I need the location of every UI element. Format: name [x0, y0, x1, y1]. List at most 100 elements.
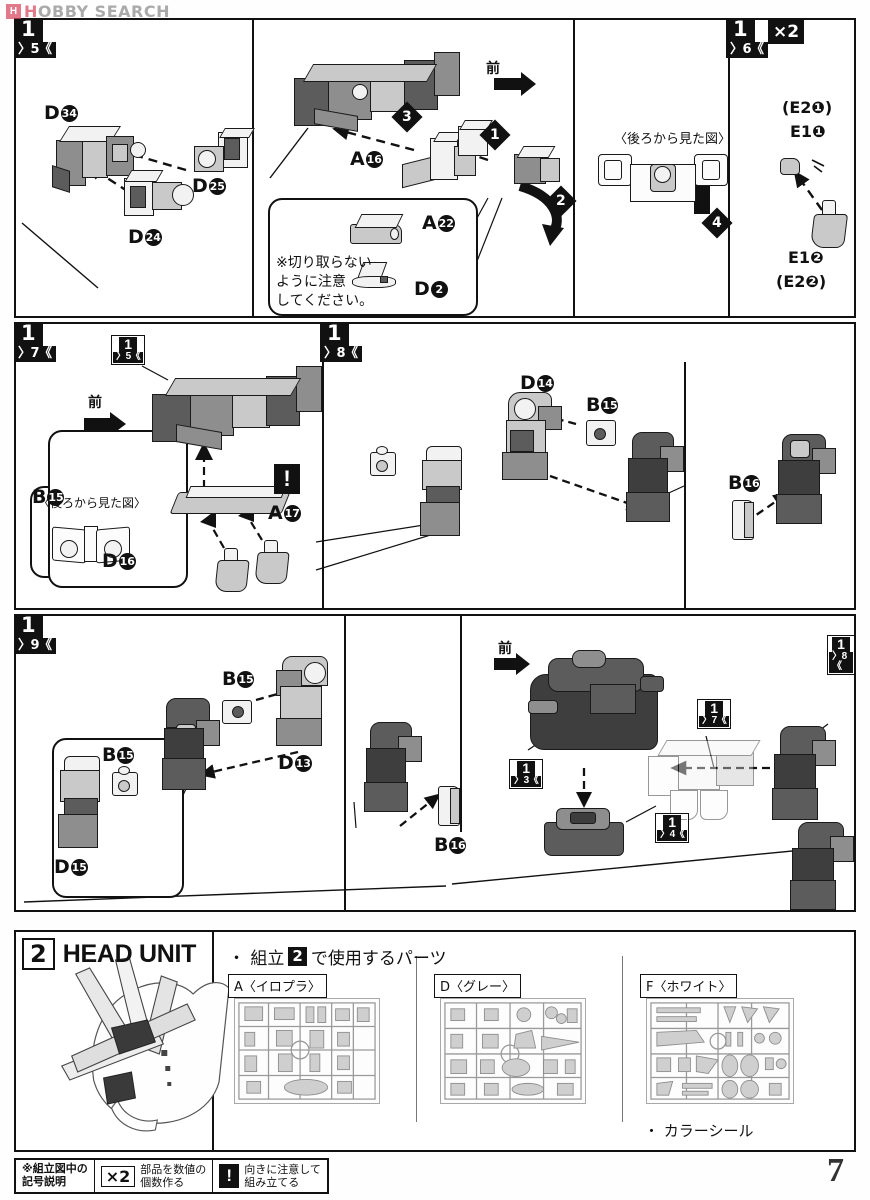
part-image-d14 — [500, 392, 566, 490]
legend-x2-text: 部品を数値の 個数作る — [140, 1162, 207, 1189]
step-number: 1 — [726, 18, 755, 42]
part-letter: D — [192, 175, 208, 197]
runner-a-sprue — [238, 1002, 376, 1100]
runner-d-sprue — [444, 1002, 582, 1100]
color-seal-note: ・ カラーシール — [644, 1122, 754, 1140]
step-substep: 〉8《 — [320, 346, 362, 362]
part-image-d13 — [274, 656, 340, 754]
part-number: 34 — [60, 104, 78, 122]
row1-divider-2 — [573, 20, 575, 316]
row2-divider-1 — [322, 324, 324, 608]
watermark-text: HOBBY SEARCH — [24, 2, 170, 21]
watermark: H HOBBY SEARCH — [6, 2, 170, 21]
multiplier-badge-x2: ×2 — [768, 20, 805, 44]
part-label-e2-1: (E2❶) — [782, 98, 833, 117]
head-unit-label: HEAD UNIT — [62, 939, 197, 968]
part-image-step8-upper — [772, 726, 842, 826]
row4-divider-3 — [622, 956, 624, 1122]
part-image-d15 — [58, 756, 116, 856]
part-image-a22 — [346, 212, 414, 250]
part-image-d14-assembled — [626, 432, 690, 528]
step-number: 1 — [14, 614, 43, 638]
part-image-b16-r3-target — [364, 722, 428, 818]
step-badge-1-7: 1 〉7《 — [14, 322, 56, 362]
runner-tag-f: F〈ホワイト〉 — [640, 974, 738, 998]
step-badge-1-8: 1 〉8《 — [320, 322, 362, 362]
part-image-b16-r2 — [730, 496, 762, 548]
part-number: 25 — [208, 177, 226, 195]
part-image-step8-lower — [790, 822, 860, 918]
part-image-step7-ghost — [648, 736, 788, 840]
parts-heading-post: で使用するパーツ — [310, 949, 447, 969]
runner-image-d — [440, 998, 586, 1104]
part-image-d2 — [350, 260, 412, 294]
ref-badge-1-7: 1 〉7《 — [696, 699, 732, 729]
part-image-cone-right — [254, 540, 300, 594]
part-image-rear-detail — [52, 524, 130, 568]
step-badge-1-9: 1 〉9《 — [14, 614, 56, 654]
part-image-a22-sub — [512, 146, 564, 196]
runner-image-f — [646, 998, 794, 1104]
head-unit-step-number: 2 — [22, 938, 55, 970]
part-image-b15-r3a — [220, 696, 264, 730]
watermark-badge-icon: H — [6, 4, 21, 19]
part-image-rear-assembly — [598, 150, 740, 206]
part-image-step5-assembly — [152, 364, 324, 454]
part-image-cone-left — [214, 548, 260, 602]
legend-warning-icon: ! — [219, 1164, 240, 1188]
part-number: 24 — [144, 228, 162, 246]
part-image-assembly-b — [294, 50, 462, 140]
legend-title-cell: ※組立図中の 記号説明 — [16, 1160, 95, 1192]
part-image-e1-cone — [809, 200, 858, 256]
watermark-text-main: OBBY SEARCH — [37, 2, 170, 21]
part-image-b15-callout — [366, 446, 406, 482]
step-substep: 〉5《 — [14, 42, 56, 58]
rear-view-label-2: 〈後ろから見た図〉 — [38, 496, 147, 510]
part-letter: D — [128, 226, 144, 248]
legend-item-x2: ×2 部品を数値の 個数作る — [95, 1160, 214, 1192]
page-number: 7 — [827, 1152, 844, 1189]
step-badge-1-5: 1 〉5《 — [14, 18, 56, 58]
legend-warning-text: 向きに注意して 組み立てる — [244, 1162, 321, 1189]
part-label-e2-2: (E2❷) — [776, 272, 827, 291]
row1-divider-3 — [728, 20, 730, 316]
part-label-e1-1: E1❶ — [790, 122, 826, 141]
part-letter: D — [44, 102, 60, 124]
part-image-b15-r3b — [108, 766, 150, 802]
warning-icon-1: ! — [274, 464, 300, 494]
step-substep: 〉7《 — [14, 346, 56, 362]
step-badge-1-6: 1 〉6《 — [726, 18, 768, 58]
parts-heading-pre: ・ 組立 — [228, 949, 285, 969]
watermark-text-accent: H — [24, 2, 38, 21]
part-image-d25 — [192, 128, 270, 182]
part-image-e1-small — [780, 156, 806, 178]
step-substep: 〉6《 — [726, 42, 768, 58]
part-image-d13-assembled — [162, 698, 226, 796]
head-unit-title: 2 HEAD UNIT — [22, 938, 204, 970]
runner-tag-a: A〈イロプラ〉 — [228, 974, 327, 998]
row2-divider-2 — [684, 362, 686, 608]
cut-warning-note: ※切り取らない ように注意 してください。 — [276, 255, 374, 309]
legend-title: ※組立図中の 記号説明 — [22, 1162, 88, 1188]
step-number: 1 — [14, 18, 43, 42]
row3-divider-2 — [460, 616, 462, 832]
step-number: 1 — [320, 322, 349, 346]
front-direction-label-2: 前 — [88, 395, 102, 411]
ref-badge-1-3: 1 〉3《 — [508, 759, 544, 789]
ref-badge-1-8: 1 〉8《 — [827, 635, 855, 675]
